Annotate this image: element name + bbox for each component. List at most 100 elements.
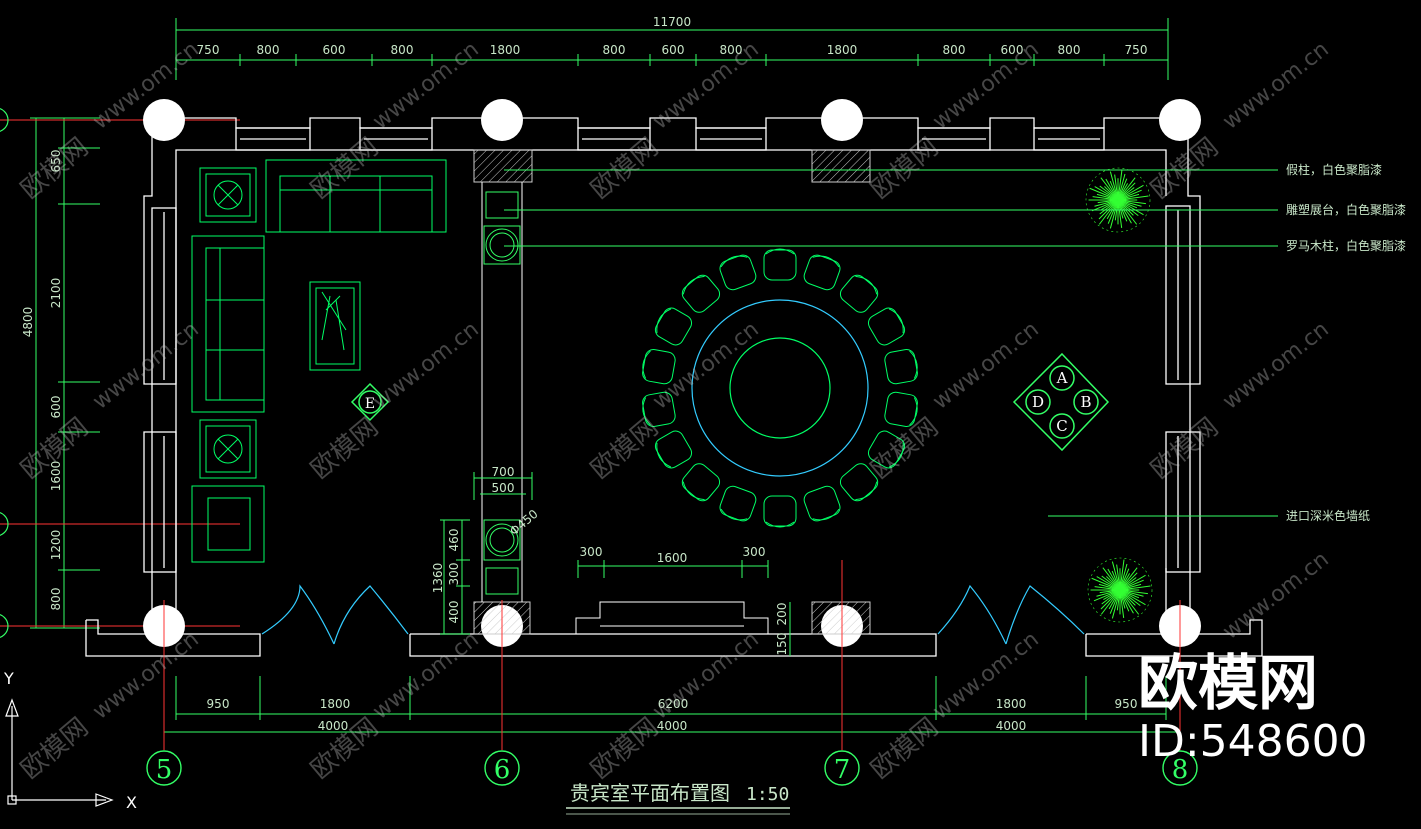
bottom-dim-r1-2: 6200 — [658, 697, 689, 711]
annotation-sculpture-stand: 雕塑展台，白色聚脂漆 — [1286, 202, 1406, 217]
grid-bubble-label-7: 7 — [834, 755, 851, 785]
left-dim-1: 2100 — [49, 278, 63, 309]
top-dim-7: 800 — [720, 43, 743, 57]
dining-chair — [681, 463, 721, 502]
doors — [261, 584, 1085, 645]
dining-chair — [884, 391, 918, 427]
inner-dimension-lines — [440, 472, 791, 656]
dining-chair — [719, 254, 757, 291]
annotation-false-column: 假柱，白色聚脂漆 — [1286, 162, 1382, 177]
top-dimensions — [175, 18, 1169, 80]
watermark-brand: 欧模网 — [585, 412, 664, 485]
top-dim-8: 1800 — [827, 43, 858, 57]
top-dim-12: 750 — [1125, 43, 1148, 57]
annotation-wallpaper: 进口深米色墙纸 — [1286, 509, 1370, 523]
small-dim-200: 200 — [775, 603, 789, 626]
watermark-site: www.om.cn — [368, 627, 483, 725]
dining-chair — [763, 495, 797, 528]
grid-bubble-label-5: 5 — [156, 755, 173, 785]
watermark-brand: 欧模网 — [865, 712, 944, 785]
top-dim-6: 600 — [662, 43, 685, 57]
elevation-c: C — [1056, 417, 1067, 435]
elevation-e: E — [365, 396, 375, 412]
column-3 — [1159, 99, 1201, 141]
lounge-furniture — [191, 159, 447, 563]
small-dim-150: 150 — [775, 633, 789, 656]
bottom-dimensions — [164, 676, 1178, 733]
platform-dim-right: 300 — [743, 545, 766, 559]
watermark-brand: 欧模网 — [585, 132, 664, 205]
pillar-width-700: 700 — [492, 465, 515, 479]
top-dim-1: 800 — [257, 43, 280, 57]
annotation-leaders — [504, 169, 1278, 517]
overall-width-dim: 11700 — [653, 15, 691, 29]
column-dim-300: 300 — [447, 563, 461, 586]
elevation-a: A — [1056, 369, 1068, 387]
dining-chair — [839, 274, 879, 313]
watermark-site: www.om.cn — [648, 627, 763, 725]
left-dim-0: 650 — [49, 150, 63, 173]
column-diameter: Φ450 — [507, 507, 541, 539]
top-dim-2: 600 — [323, 43, 346, 57]
column-dim-400: 400 — [447, 601, 461, 624]
top-dim-4: 1800 — [490, 43, 521, 57]
top-dim-3: 800 — [391, 43, 414, 57]
axis-x-label: X — [126, 793, 137, 812]
top-dim-9: 800 — [943, 43, 966, 57]
drawing-scale: 1:50 — [746, 784, 789, 805]
dining-chair — [719, 485, 757, 522]
axis-y-label: Y — [3, 669, 14, 688]
walls — [85, 117, 1263, 657]
platform-dim-mid: 1600 — [657, 551, 688, 565]
watermark-logo: 欧模网 — [1138, 649, 1318, 719]
top-dim-10: 600 — [1001, 43, 1024, 57]
column-0 — [143, 99, 185, 141]
top-dim-labels: 750 800 600 800 1800 800 600 800 1800 800 600 800 75… — [197, 43, 1148, 57]
grid-axes-red — [163, 560, 1181, 750]
pillar-width-500: 500 — [492, 481, 515, 495]
dining-chair — [867, 430, 906, 469]
watermark-site: www.om.cn — [1218, 37, 1333, 135]
column-total-dim: 1360 — [431, 563, 445, 594]
platform — [575, 601, 769, 634]
dining-chair — [654, 430, 693, 469]
watermark-brand: 欧模网 — [15, 712, 94, 785]
column-dim-460: 460 — [447, 529, 461, 552]
watermark-brand: 欧模网 — [305, 412, 384, 485]
top-dim-11: 800 — [1058, 43, 1081, 57]
ucs-axis-icon — [5, 698, 114, 807]
dining-chair — [884, 349, 918, 385]
watermark-brand: 欧模网 — [585, 712, 664, 785]
elevation-d: D — [1032, 393, 1044, 411]
dining-chair — [642, 349, 676, 385]
grid-bubble-5 — [146, 750, 182, 786]
drawing-title: 贵宾室平面布置图 — [570, 781, 730, 805]
dining-chair — [803, 485, 841, 522]
top-dim-0: 750 — [197, 43, 220, 57]
left-dim-5: 800 — [49, 588, 63, 611]
dining-chair — [681, 274, 721, 313]
left-dim-3: 1600 — [49, 461, 63, 492]
dining-chair — [867, 307, 906, 346]
watermark-brand: 欧模网 — [305, 132, 384, 205]
grid-bubble-7 — [824, 750, 860, 786]
grid-bubble-label-6: 6 — [494, 755, 511, 785]
watermark-brand: 欧模网 — [1145, 412, 1224, 485]
left-bubbles — [0, 108, 9, 638]
watermark-brand: 欧模网 — [15, 132, 94, 205]
watermark-site: www.om.cn — [368, 317, 483, 415]
dining-chair — [803, 254, 841, 291]
watermark-site: www.om.cn — [88, 627, 203, 725]
watermark-brand: 欧模网 — [1145, 132, 1224, 205]
bottom-dim-r1-1: 1800 — [320, 697, 351, 711]
grid-bubble-8 — [1162, 750, 1198, 786]
left-dim-4: 1200 — [49, 530, 63, 561]
platform-dim-left: 300 — [580, 545, 603, 559]
dining-chair — [654, 307, 693, 346]
bottom-dim-r2-1: 4000 — [657, 719, 688, 733]
column-2 — [821, 99, 863, 141]
top-dim-5: 800 — [603, 43, 626, 57]
bottom-dim-r1-3: 1800 — [996, 697, 1027, 711]
